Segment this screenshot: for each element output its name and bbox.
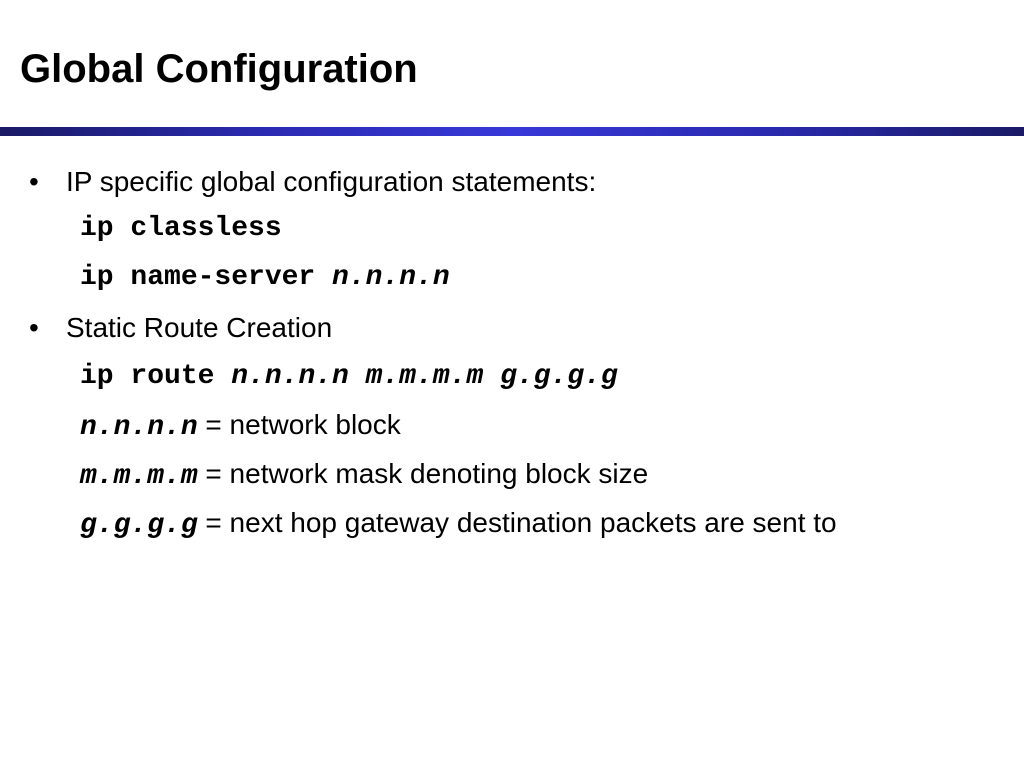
- bullet-text: IP specific global configuration stateme…: [66, 166, 597, 197]
- definition-separator: =: [197, 507, 230, 538]
- bullet-text: Static Route Creation: [66, 312, 333, 343]
- slide-title: Global Configuration: [20, 47, 418, 91]
- definition-term: n.n.n.n: [80, 412, 198, 443]
- command-text: ip route: [80, 361, 232, 392]
- definition-description: network mask denoting block size: [229, 458, 649, 489]
- command-line-ip-route: ip route n.n.n.n m.m.m.m g.g.g.g: [80, 361, 618, 395]
- definition-description: network block: [229, 409, 401, 440]
- command-line-ip-name-server: ip name-server n.n.n.n: [80, 262, 450, 296]
- definition-description: next hop gateway destination packets are…: [229, 507, 837, 538]
- bullet-item-global-config: • IP specific global configuration statem…: [29, 166, 596, 198]
- bullet-icon: •: [29, 312, 39, 343]
- title-divider: [0, 127, 1024, 136]
- definition-next-hop-gateway: g.g.g.g = next hop gateway destination p…: [80, 507, 837, 544]
- definition-separator: =: [197, 458, 230, 489]
- bullet-item-static-route: • Static Route Creation: [29, 312, 332, 344]
- definition-network-mask: m.m.m.m = network mask denoting block si…: [80, 458, 648, 495]
- command-text: ip name-server: [80, 262, 333, 293]
- definition-network-block: n.n.n.n = network block: [80, 409, 401, 446]
- definition-separator: =: [197, 409, 230, 440]
- definition-term: m.m.m.m: [80, 461, 198, 492]
- command-line-ip-classless: ip classless: [80, 213, 282, 247]
- bullet-icon: •: [29, 166, 39, 197]
- command-argument: n.n.n.n: [332, 262, 450, 293]
- command-argument: n.n.n.n m.m.m.m g.g.g.g: [231, 361, 618, 392]
- command-text: ip classless: [80, 213, 282, 244]
- definition-term: g.g.g.g: [80, 510, 198, 541]
